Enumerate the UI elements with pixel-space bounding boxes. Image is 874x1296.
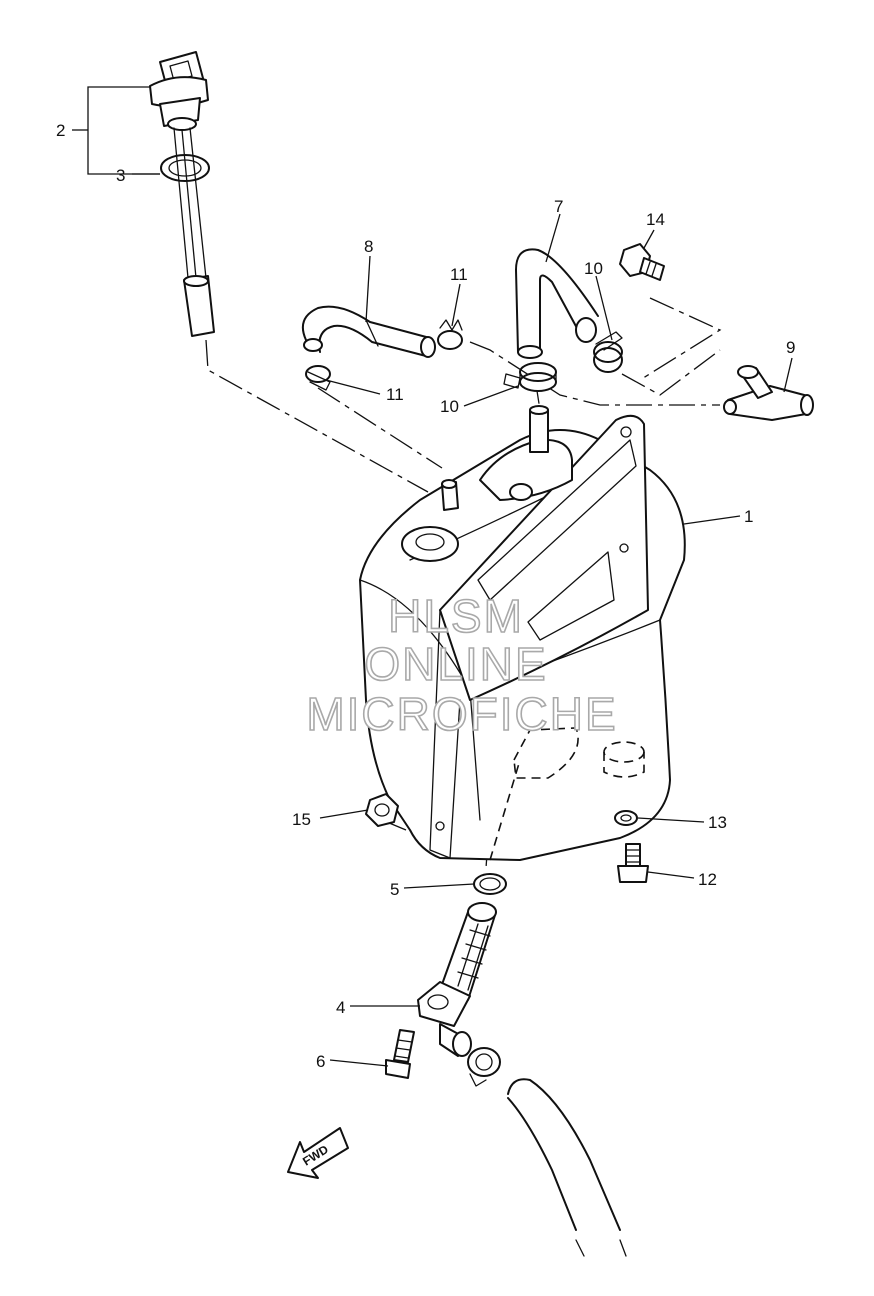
callout-10-upper: 10 (584, 259, 603, 278)
joint-9 (723, 365, 814, 421)
callout-7: 7 (554, 197, 563, 216)
fwd-direction-arrow: FWD (287, 1127, 349, 1179)
bolt-6 (385, 1029, 415, 1079)
grommet-15 (365, 793, 399, 827)
drain-bolt-12 (617, 843, 649, 883)
callout-11-lower: 11 (386, 385, 404, 404)
bolt-14 (619, 243, 665, 281)
leader-lines (72, 86, 793, 1067)
clamp-10-upper (593, 331, 623, 373)
callout-12: 12 (698, 870, 717, 889)
clip-11-lower (305, 365, 331, 391)
lower-hose (507, 1078, 627, 1257)
watermark-line-1: HLSM (388, 590, 524, 642)
callout-3: 3 (116, 166, 125, 185)
outlet-strainer-4 (417, 902, 497, 1057)
callout-11-upper: 11 (450, 265, 468, 284)
clip-11-upper (437, 319, 463, 350)
washer-13 (614, 810, 638, 826)
callout-15: 15 (292, 810, 311, 829)
o-ring-5 (473, 873, 507, 895)
callout-6: 6 (316, 1052, 325, 1071)
callout-4: 4 (336, 998, 345, 1017)
callout-9: 9 (786, 338, 795, 357)
hose-clamp-lower (467, 1047, 501, 1087)
hose-8 (302, 305, 436, 358)
watermark: HLSM ONLINE MICROFICHE (306, 589, 617, 741)
callout-5: 5 (390, 880, 399, 899)
callout-13: 13 (708, 813, 727, 832)
watermark-line-2: ONLINE (364, 638, 547, 690)
callout-8: 8 (364, 237, 373, 256)
o-ring-3 (160, 154, 210, 182)
callout-labels: 1 2 3 4 5 6 7 8 9 10 10 11 11 12 13 14 1… (56, 121, 795, 1071)
callout-10-lower: 10 (440, 397, 459, 416)
level-sender-assembly (149, 51, 215, 337)
oil-tank-1 (359, 405, 686, 861)
callout-14: 14 (646, 210, 665, 229)
hose-7 (515, 248, 599, 359)
callout-2: 2 (56, 121, 65, 140)
callout-1: 1 (744, 507, 753, 526)
clamp-10-lower (503, 362, 557, 392)
watermark-line-3: MICROFICHE (306, 688, 617, 740)
